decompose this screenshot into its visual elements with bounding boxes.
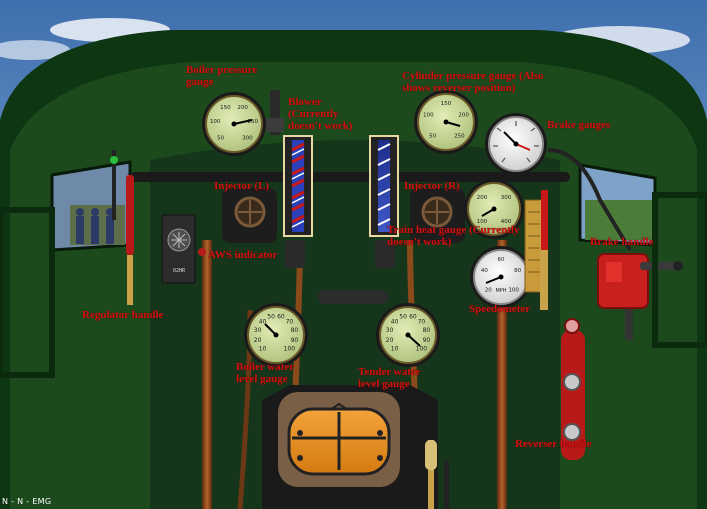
boiler-pressure-tick-label: 200: [237, 105, 248, 111]
tender-water-tick-label: 20: [386, 337, 394, 344]
boiler-pressure-tick-label: 100: [210, 119, 221, 125]
label-boiler-pressure-gauge: Boiler pressure gauge: [186, 64, 258, 88]
speedometer-tick-label: 80: [514, 268, 521, 274]
aws-indicator-lamp: [198, 248, 206, 256]
label-speedometer: Speedometer: [469, 303, 531, 315]
train-heat-tick-label: 400: [501, 219, 512, 225]
cylinder-pressure-tick-label: 250: [454, 133, 465, 139]
boiler-water-tick-label: 80: [291, 327, 299, 334]
boiler-pressure-gauge: 50 100 150 200 250 300: [202, 92, 266, 156]
label-injector-left: Injector (L): [214, 180, 270, 192]
boiler-pressure-tick-label: 250: [248, 119, 259, 125]
water-gauge-glass-right: [369, 135, 399, 237]
boiler-water-tick-label: 70: [286, 319, 294, 326]
boiler-pressure-tick-label: 50: [217, 135, 224, 141]
label-cylinder-pressure-gauge: Cylinder pressure gauge (Also shows reve…: [402, 70, 544, 94]
steam-manifold-pipe: [130, 172, 570, 182]
train-heat-tick-label: 300: [501, 195, 512, 201]
tender-water-tick-label: 40: [391, 319, 399, 326]
tender-water-tick-label: 90: [423, 337, 431, 344]
boiler-water-tick-label: 10: [259, 345, 267, 352]
regulator-handle[interactable]: [126, 175, 134, 305]
aws-unit-code: 02HR: [173, 268, 186, 274]
speedometer-unit: MPH: [495, 288, 506, 294]
reverser-handle[interactable]: [561, 318, 585, 460]
label-blower: Blower (Currently doesn't work): [288, 96, 353, 132]
label-brake-handle: Brake handle: [590, 236, 654, 248]
cylinder-pressure-tick-label: 200: [458, 113, 469, 119]
blower-valve[interactable]: [266, 118, 284, 132]
brake-gauges: [485, 113, 547, 175]
cylinder-pressure-gauge: 50 100 150 200 250: [414, 90, 478, 154]
boiler-water-tick-label: 50: [267, 314, 275, 321]
status-readout: N - N - EMG: [2, 497, 52, 506]
tender-water-tick-label: 50: [399, 314, 407, 321]
boiler-water-tick-label: 90: [291, 337, 299, 344]
tender-water-tick-label: 10: [391, 345, 399, 352]
copper-pipe: [202, 240, 212, 509]
copper-pipe: [497, 240, 507, 509]
label-train-heat-gauge: Train heat gauge (Currently doesn't work…: [387, 224, 520, 248]
boiler-water-tick-label: 100: [284, 345, 296, 352]
label-aws-indicator: AWS indicator: [208, 249, 278, 261]
injector-delivery-pipe: [318, 290, 388, 304]
tender-water-tick-label: 80: [423, 327, 431, 334]
brake-handle[interactable]: [597, 253, 683, 309]
cylinder-pressure-tick-label: 150: [441, 101, 452, 107]
train-heat-gauge: 100 200 300 400: [464, 179, 524, 239]
train-heat-tick-label: 200: [477, 195, 488, 201]
tender-water-tick-label: 30: [386, 327, 394, 334]
label-regulator-handle: Regulator handle: [82, 309, 164, 321]
speedometer-tick-label: 40: [481, 268, 488, 274]
label-injector-right: Injector (R): [404, 180, 460, 192]
speedometer: 20 40 60 80 100 MPH: [470, 246, 532, 308]
tender-water-tick-label: 100: [416, 345, 428, 352]
cylinder-pressure-tick-label: 100: [423, 113, 434, 119]
train-heat-tick-label: 100: [477, 219, 488, 225]
boiler-water-tick-label: 60: [277, 314, 285, 321]
cylinder-pressure-tick-label: 50: [429, 133, 436, 139]
boiler-water-tick-label: 20: [254, 337, 262, 344]
injector-left[interactable]: [222, 188, 277, 243]
water-gauge-glass-left: [283, 135, 313, 237]
label-brake-gauges: Brake gauges: [547, 119, 611, 131]
speedometer-tick-label: 20: [485, 288, 492, 294]
label-tender-water-level-gauge: Tender water level gauge: [358, 366, 421, 390]
label-boiler-water-level-gauge: Boiler water level gauge: [236, 361, 294, 385]
boiler-water-tick-label: 30: [254, 327, 262, 334]
tender-water-tick-label: 60: [409, 314, 417, 321]
aws-unit: 02HR: [161, 214, 196, 284]
firebox-door[interactable]: [262, 385, 438, 509]
boiler-water-tick-label: 40: [259, 319, 267, 326]
speedometer-tick-label: 60: [498, 257, 505, 263]
injector-right[interactable]: [410, 188, 465, 243]
label-reverser-handle: Reverser handle: [515, 438, 592, 450]
boiler-pressure-tick-label: 300: [242, 135, 253, 141]
tender-water-tick-label: 70: [418, 319, 426, 326]
speedometer-tick-label: 100: [508, 288, 519, 294]
boiler-pressure-tick-label: 150: [220, 105, 231, 111]
